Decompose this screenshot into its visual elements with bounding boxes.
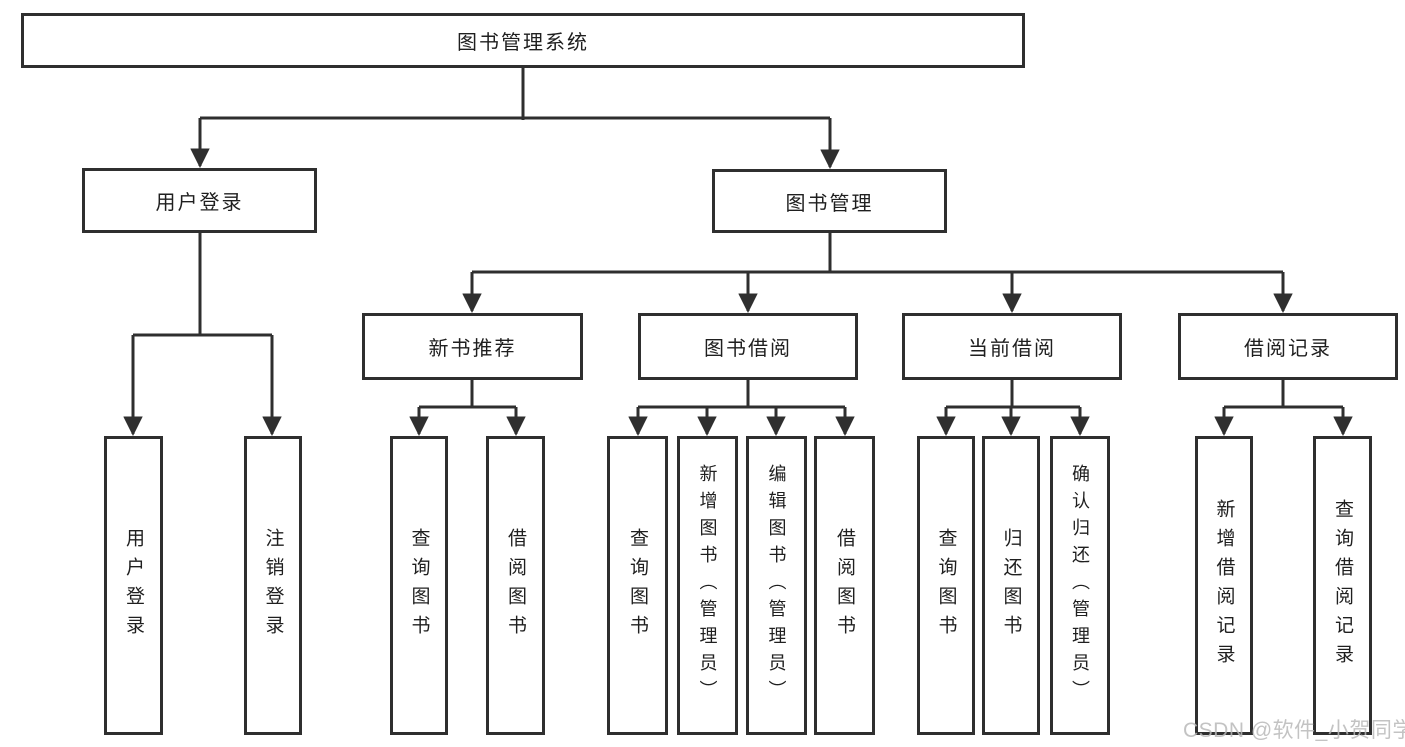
leaf-add-record-label: 新增借阅记录 xyxy=(1213,498,1235,673)
node-user-login-label: 用户登录 xyxy=(155,192,244,214)
connector-new-book xyxy=(409,378,526,436)
connector-borrow-records xyxy=(1214,378,1353,436)
leaf-query-record-label: 查询借阅记录 xyxy=(1332,498,1353,673)
leaf-newbook-query: 查询图书 xyxy=(390,436,448,735)
node-book-mgmt: 图书管理 xyxy=(712,169,947,233)
node-current-borrow: 当前借阅 xyxy=(902,313,1122,380)
node-book-borrow: 图书借阅 xyxy=(638,313,858,380)
node-new-book-rec: 新书推荐 xyxy=(362,313,583,380)
leaf-borrow-add-admin: 新增图书（管理员） xyxy=(677,436,738,735)
leaf-borrow-book: 借阅图书 xyxy=(814,436,875,735)
leaf-borrow-edit-admin: 编辑图书（管理员） xyxy=(746,436,807,735)
leaf-logout-label: 注销登录 xyxy=(262,527,284,644)
node-new-book-rec-label: 新书推荐 xyxy=(428,338,517,360)
leaf-add-record: 新增借阅记录 xyxy=(1195,436,1253,735)
leaf-query-record: 查询借阅记录 xyxy=(1313,436,1372,735)
leaf-borrow-query-label: 查询图书 xyxy=(627,527,648,644)
node-book-borrow-label: 图书借阅 xyxy=(704,338,792,360)
leaf-confirm-return-admin: 确认归还（管理员） xyxy=(1050,436,1110,735)
csdn-watermark: CSDN @软件_小贺同学 xyxy=(1183,719,1405,742)
node-root-label: 图书管理系统 xyxy=(457,32,589,54)
leaf-borrow-edit-admin-label: 编辑图书（管理员） xyxy=(766,464,787,707)
leaf-borrow-book-label: 借阅图书 xyxy=(834,527,855,644)
connector-book-borrow xyxy=(628,378,855,436)
leaf-return-book: 归还图书 xyxy=(982,436,1040,735)
node-borrow-records-label: 借阅记录 xyxy=(1244,338,1332,360)
leaf-newbook-borrow: 借阅图书 xyxy=(486,436,545,735)
connector-current-borrow xyxy=(936,378,1090,436)
leaf-borrow-add-admin-label: 新增图书（管理员） xyxy=(697,464,718,707)
leaf-user-login-label: 用户登录 xyxy=(123,527,144,644)
node-user-login: 用户登录 xyxy=(82,168,317,233)
leaf-current-query: 查询图书 xyxy=(917,436,975,735)
node-current-borrow-label: 当前借阅 xyxy=(968,338,1056,360)
leaf-current-query-label: 查询图书 xyxy=(935,527,957,644)
connector-book-mgmt xyxy=(462,231,1293,313)
leaf-user-login: 用户登录 xyxy=(104,436,163,735)
leaf-confirm-return-admin-label: 确认归还（管理员） xyxy=(1070,464,1090,707)
node-root: 图书管理系统 xyxy=(21,13,1025,68)
leaf-return-book-label: 归还图书 xyxy=(1000,527,1022,644)
connector-user-login xyxy=(123,231,282,436)
node-book-mgmt-label: 图书管理 xyxy=(785,192,874,215)
leaf-newbook-query-label: 查询图书 xyxy=(408,527,430,644)
leaf-logout: 注销登录 xyxy=(244,436,302,735)
connector-root xyxy=(190,68,840,169)
leaf-newbook-borrow-label: 借阅图书 xyxy=(505,527,526,644)
node-borrow-records: 借阅记录 xyxy=(1178,313,1398,380)
leaf-borrow-query: 查询图书 xyxy=(607,436,668,735)
